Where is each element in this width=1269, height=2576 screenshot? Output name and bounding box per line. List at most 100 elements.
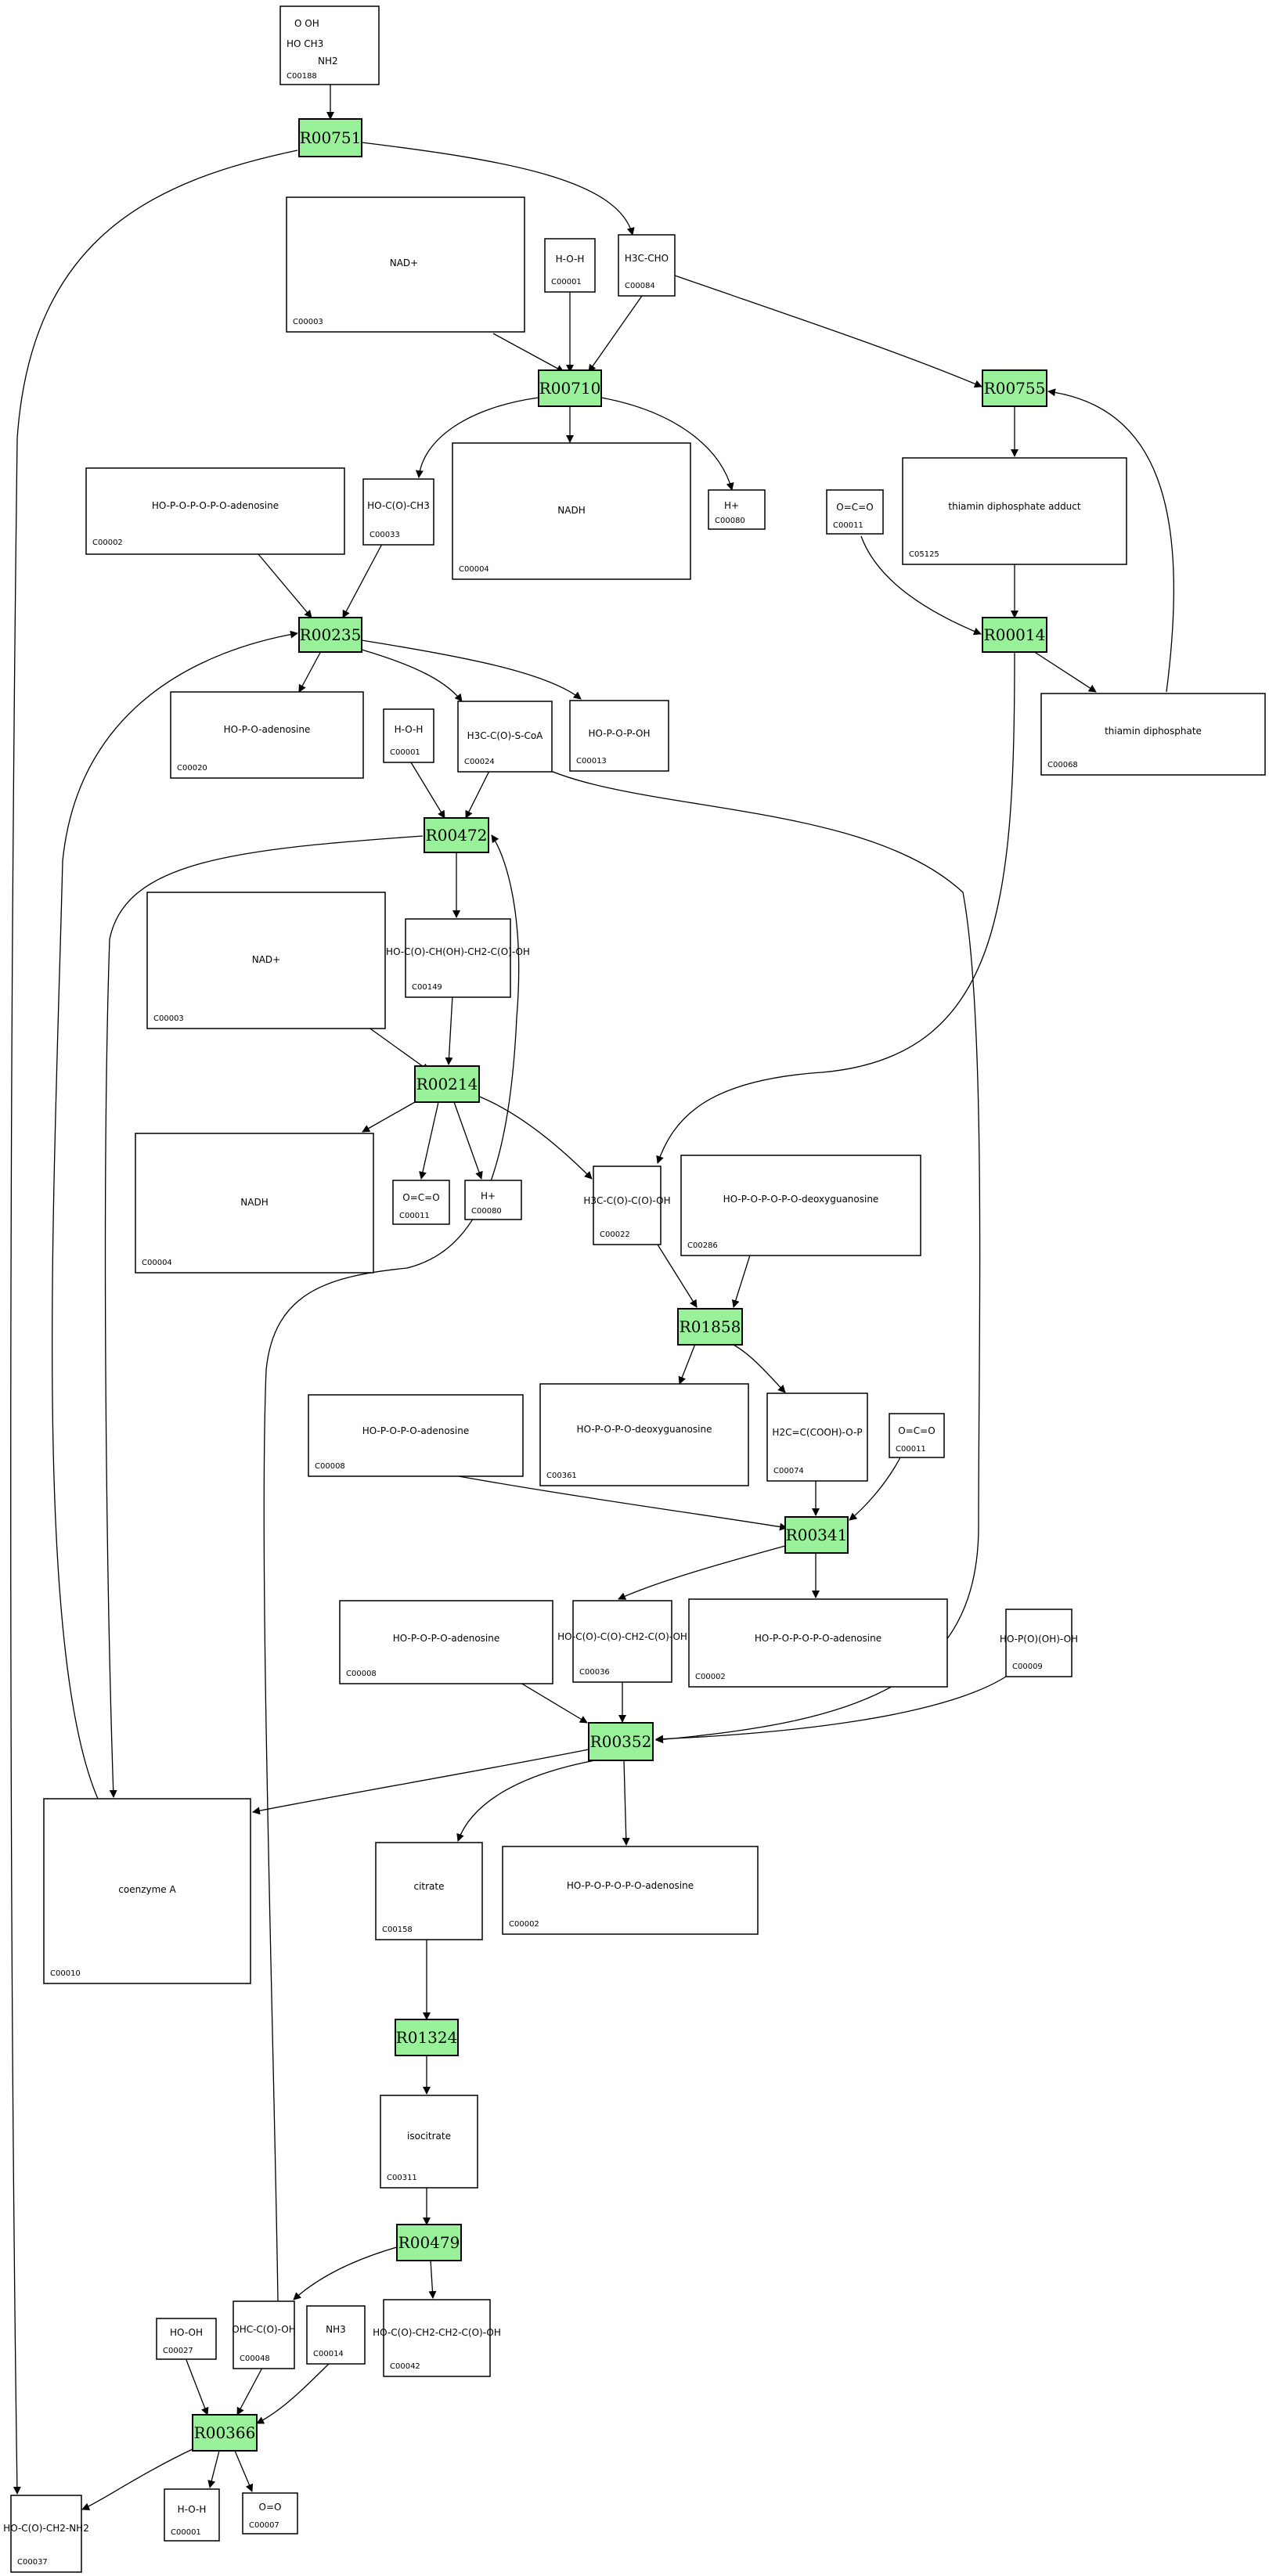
structure-formula: H-O-H bbox=[556, 254, 585, 265]
compound-node-c00002[interactable]: HO-P-O-P-O-P-O-adenosine C00002 bbox=[502, 1846, 759, 1935]
compound-node-c00042[interactable]: HO-C(O)-CH2-CH2-C(O)-OH C00042 bbox=[373, 2299, 501, 2377]
compound-node-c00149[interactable]: HO-C(O)-CH(OH)-CH2-C(O)-OH C00149 bbox=[386, 918, 530, 998]
compound-id: C00002 bbox=[695, 1673, 726, 1681]
reaction-label: R01324 bbox=[396, 2028, 458, 2047]
structure-formula: HO-P-O-P-O-deoxyguanosine bbox=[577, 1424, 712, 1435]
reaction-node-r00214[interactable]: R00214 bbox=[414, 1065, 480, 1103]
structure-formula: H+ bbox=[724, 500, 739, 511]
structure-formula: HO-P-O-P-O-P-O-deoxyguanosine bbox=[723, 1194, 879, 1205]
reaction-label: R00710 bbox=[539, 379, 601, 398]
compound-node-c00286[interactable]: HO-P-O-P-O-P-O-deoxyguanosine C00286 bbox=[680, 1155, 921, 1256]
compound-node-c00080[interactable]: H+ C00080 bbox=[464, 1180, 522, 1220]
compound-id: C00286 bbox=[687, 1241, 718, 1250]
edge-r00751-c00037 bbox=[10, 150, 298, 2495]
compound-node-c00002[interactable]: HO-P-O-P-O-P-O-adenosine C00002 bbox=[85, 467, 345, 555]
structure-formula: NADH bbox=[557, 505, 585, 516]
structure-formula: thiamin diphosphate bbox=[1105, 726, 1202, 737]
edge-r00235-c00020 bbox=[298, 650, 322, 693]
compound-node-c05125[interactable]: thiamin diphosphate adduct C05125 bbox=[902, 457, 1127, 565]
edge-c00014-r00366 bbox=[256, 2355, 337, 2424]
reaction-label: R00341 bbox=[786, 1526, 848, 1544]
compound-node-c00033[interactable]: HO-C(O)-CH3 C00033 bbox=[362, 478, 434, 546]
reaction-label: R00479 bbox=[398, 2233, 460, 2252]
compound-node-c00002[interactable]: HO-P-O-P-O-P-O-adenosine C00002 bbox=[688, 1598, 948, 1688]
compound-node-c00361[interactable]: HO-P-O-P-O-deoxyguanosine C00361 bbox=[539, 1383, 749, 1486]
compound-node-c00013[interactable]: HO-P-O-P-OH C00013 bbox=[569, 700, 669, 772]
reaction-node-r00235[interactable]: R00235 bbox=[298, 617, 362, 653]
reaction-node-r00479[interactable]: R00479 bbox=[396, 2224, 462, 2261]
compound-node-c00036[interactable]: HO-C(O)-C(O)-CH2-C(O)-OH C00036 bbox=[557, 1600, 687, 1683]
structure-formula: HO-C(O)-CH(OH)-CH2-C(O)-OH bbox=[386, 946, 530, 957]
compound-node-c00037[interactable]: HO-C(O)-CH2-NH2 C00037 bbox=[3, 2495, 89, 2573]
compound-node-c00311[interactable]: isocitrate C00311 bbox=[380, 2095, 478, 2189]
compound-node-c00080[interactable]: H+ C00080 bbox=[708, 489, 766, 530]
compound-node-c00020[interactable]: HO-P-O-adenosine C00020 bbox=[170, 691, 364, 779]
structure-formula: HO-P-O-P-OH bbox=[589, 728, 651, 739]
compound-node-c00068[interactable]: thiamin diphosphate C00068 bbox=[1040, 693, 1266, 776]
compound-node-c00011[interactable]: O=C=O C00011 bbox=[392, 1180, 450, 1225]
compound-id: C00080 bbox=[715, 517, 745, 525]
compound-node-c00188[interactable]: O OH HO CH3 NH2 C00188 bbox=[279, 5, 380, 85]
compound-id: C00048 bbox=[240, 2354, 270, 2363]
compound-node-c00007[interactable]: O=O C00007 bbox=[242, 2492, 298, 2535]
compound-node-c00027[interactable]: HO-OH C00027 bbox=[156, 2318, 217, 2360]
compound-node-c00008[interactable]: HO-P-O-P-O-adenosine C00008 bbox=[308, 1394, 524, 1477]
reaction-node-r00755[interactable]: R00755 bbox=[982, 369, 1047, 407]
compound-node-c00011[interactable]: O=C=O C00011 bbox=[826, 489, 884, 535]
edge-c00149-r00214 bbox=[445, 995, 453, 1065]
reaction-label: R00472 bbox=[426, 826, 488, 845]
compound-node-c00010[interactable]: coenzyme A C00010 bbox=[43, 1798, 251, 1984]
compound-id: C00011 bbox=[833, 521, 863, 530]
compound-node-c00024[interactable]: H3C-C(O)-S-CoA C00024 bbox=[457, 701, 553, 773]
reaction-node-r00366[interactable]: R00366 bbox=[192, 2414, 258, 2452]
structure-formula: NAD+ bbox=[252, 954, 280, 965]
compound-node-c00004[interactable]: NADH C00004 bbox=[135, 1133, 374, 1274]
structure-formula: thiamin diphosphate adduct bbox=[948, 501, 1080, 512]
reaction-node-r00472[interactable]: R00472 bbox=[424, 817, 489, 853]
compound-node-c00014[interactable]: NH3 C00014 bbox=[306, 2305, 366, 2365]
reaction-node-r00751[interactable]: R00751 bbox=[298, 118, 362, 157]
edge-r01858-c00074 bbox=[731, 1343, 786, 1393]
reaction-label: R01858 bbox=[680, 1317, 741, 1336]
edge-c00048-r00472 bbox=[263, 834, 520, 2302]
compound-id: C00149 bbox=[412, 983, 442, 992]
compound-node-c00022[interactable]: H3C-C(O)-C(O)-OH C00022 bbox=[583, 1166, 671, 1245]
edge-r00472-c00010 bbox=[104, 835, 424, 1798]
structure-formula: isocitrate bbox=[407, 2131, 451, 2142]
compound-node-c00008[interactable]: HO-P-O-P-O-adenosine C00008 bbox=[339, 1600, 553, 1684]
compound-node-c00048[interactable]: OHC-C(O)-OH C00048 bbox=[232, 2300, 296, 2369]
compound-node-c00009[interactable]: HO-P(O)(OH)-OH C00009 bbox=[1000, 1609, 1078, 1677]
reaction-label: R00214 bbox=[416, 1075, 478, 1093]
reaction-node-r00352[interactable]: R00352 bbox=[588, 1722, 654, 1761]
compound-node-c00011[interactable]: O=C=O C00011 bbox=[889, 1413, 945, 1458]
compound-node-c00001[interactable]: H-O-H C00001 bbox=[383, 708, 434, 763]
compound-id: C00008 bbox=[346, 1670, 377, 1678]
reaction-node-r00341[interactable]: R00341 bbox=[784, 1516, 849, 1554]
compound-id: C00024 bbox=[464, 758, 495, 766]
compound-node-c00004[interactable]: NADH C00004 bbox=[452, 442, 691, 580]
edge-c02-r00235 bbox=[258, 553, 312, 618]
structure-formula: HO-C(O)-C(O)-CH2-C(O)-OH bbox=[557, 1631, 687, 1642]
reaction-node-r01324[interactable]: R01324 bbox=[395, 2019, 459, 2056]
compound-id: C00003 bbox=[153, 1014, 184, 1023]
structure-formula: O=O bbox=[259, 2502, 282, 2513]
compound-node-c00001[interactable]: H-O-H C00001 bbox=[544, 238, 596, 293]
compound-node-c00084[interactable]: H3C-CHO C00084 bbox=[618, 234, 676, 297]
edge-c00033-r00235 bbox=[342, 543, 383, 618]
edge-r00341-c00036 bbox=[618, 1545, 786, 1600]
reaction-node-r00014[interactable]: R00014 bbox=[982, 617, 1047, 653]
compound-id: C00361 bbox=[546, 1472, 577, 1480]
reaction-node-r01858[interactable]: R01858 bbox=[677, 1308, 743, 1346]
compound-node-c00074[interactable]: H2C=C(COOH)-O-P C00074 bbox=[766, 1392, 868, 1482]
compound-id: C00011 bbox=[399, 1212, 430, 1220]
compound-node-c00003[interactable]: NAD+ C00003 bbox=[286, 196, 525, 333]
compound-node-c00158[interactable]: citrate C00158 bbox=[375, 1842, 483, 1940]
reaction-label: R00014 bbox=[984, 625, 1046, 644]
reaction-node-r00710[interactable]: R00710 bbox=[538, 369, 602, 407]
compound-id: C00001 bbox=[551, 278, 582, 286]
compound-node-c00001[interactable]: H-O-H C00001 bbox=[164, 2488, 220, 2542]
edge-r00710-c00080a bbox=[600, 397, 734, 491]
edge-c00003a-r00710 bbox=[492, 333, 564, 373]
compound-node-c00003[interactable]: NAD+ C00003 bbox=[146, 892, 386, 1029]
compound-id: C00084 bbox=[625, 282, 655, 290]
